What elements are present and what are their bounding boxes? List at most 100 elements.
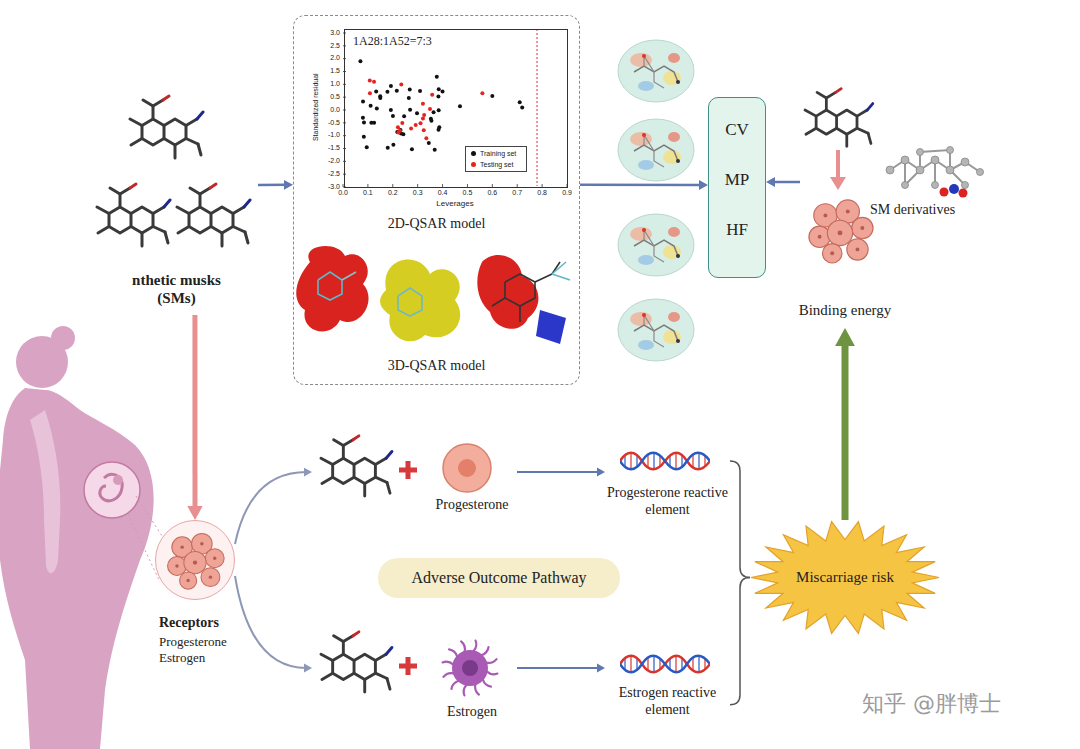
axis-label: -1.0	[328, 131, 340, 139]
data-point	[361, 116, 365, 120]
node-text: 3D-QSAR model	[294, 358, 579, 375]
data-point	[375, 106, 379, 110]
response-element: Progesterone reactive element	[605, 445, 730, 525]
node-text: Estrogen reactive element	[605, 685, 730, 719]
connector-line	[730, 461, 750, 578]
descriptor-box: CVMPHF	[708, 97, 766, 278]
data-point	[419, 121, 423, 125]
node-text: Receptors	[159, 615, 219, 632]
legend-row: Testing set	[466, 159, 526, 170]
cell-spike	[461, 641, 465, 651]
axis-label: 0.0	[338, 189, 348, 197]
tick-mark	[492, 184, 493, 187]
axis-label: 0.3	[413, 189, 423, 197]
data-point	[428, 107, 432, 111]
cell-nucleus	[462, 660, 478, 676]
legend-text: Testing set	[480, 161, 513, 168]
source-group: nthetic musks (SMs)	[95, 85, 258, 315]
response-element: Estrogen reactive element	[605, 650, 730, 725]
connector	[258, 180, 293, 190]
connector-line	[730, 578, 750, 705]
contour-map	[296, 246, 570, 344]
connector	[730, 461, 750, 578]
connector	[835, 328, 855, 520]
receptor-circle: ReceptorsProgesterone Estrogen	[155, 520, 235, 600]
data-point	[433, 148, 437, 152]
cell-spike	[473, 641, 476, 652]
node-text: Miscarriage risk	[750, 568, 940, 586]
node-text: SM derivatives	[870, 202, 955, 219]
data-point	[422, 128, 426, 132]
ball-stick-molecule	[886, 147, 984, 198]
data-point	[361, 99, 365, 103]
data-point	[396, 130, 400, 134]
risk-burst: Miscarriage risk	[750, 520, 940, 635]
cell-cluster	[168, 533, 225, 589]
molecule	[318, 272, 342, 300]
data-point	[374, 90, 378, 94]
data-point	[421, 102, 425, 106]
axis-label: 1.0	[330, 80, 340, 88]
data-point	[369, 121, 373, 125]
axis-label: -0.5	[328, 119, 340, 127]
node-text: Adverse Outcome Pathway	[378, 568, 620, 587]
pathway-pill: Adverse Outcome Pathway	[378, 558, 620, 598]
molecule	[398, 288, 422, 316]
data-point	[432, 110, 436, 114]
contour-blob	[477, 255, 538, 329]
binding-group: Estrogen	[312, 620, 517, 725]
molecule	[321, 436, 392, 496]
connector	[517, 664, 605, 673]
watermark: 知乎 @胖博士	[862, 691, 1001, 717]
tick-mark	[417, 184, 418, 187]
data-point	[368, 79, 372, 83]
axis-label: 0.8	[537, 189, 547, 197]
axis-label: -1.5	[328, 144, 340, 152]
surface-map	[618, 299, 694, 361]
molecule	[177, 184, 250, 246]
data-point	[414, 123, 418, 127]
connector	[766, 177, 800, 187]
node-text: Progesterone	[422, 497, 522, 514]
arrow-head	[766, 177, 775, 187]
data-point	[408, 108, 412, 112]
connector	[187, 315, 202, 520]
data-point	[410, 147, 414, 151]
data-point	[365, 145, 369, 149]
axis-label: 0.5	[463, 189, 473, 197]
tick-mark	[467, 184, 468, 187]
data-point	[429, 117, 433, 121]
surface-map	[618, 214, 694, 276]
node-text: MP	[709, 170, 765, 190]
data-point	[391, 143, 395, 147]
cell-spike	[481, 647, 488, 655]
data-point	[490, 94, 494, 98]
scatter-plot: 1A28:1A52=7:3	[344, 29, 568, 188]
molecule	[97, 184, 170, 246]
cell-body	[452, 650, 488, 686]
threshold-line	[537, 29, 538, 186]
axis-label: 3.0	[330, 29, 340, 37]
legend-text: Training set	[480, 150, 516, 157]
legend-swatch	[471, 162, 476, 167]
connector-line	[772, 181, 800, 184]
result-label: Binding energy	[780, 294, 910, 328]
plus-sign	[399, 657, 417, 675]
molecule	[492, 262, 560, 322]
contour-blob	[296, 246, 368, 331]
legend-swatch	[471, 151, 476, 156]
pregnant-woman	[0, 326, 162, 749]
data-point	[518, 100, 522, 104]
cell-spike	[487, 671, 498, 674]
node-text: HF	[709, 220, 765, 240]
connector-line	[517, 471, 599, 473]
data-point	[402, 114, 406, 118]
receptor-fill	[156, 521, 234, 599]
tick-mark	[542, 184, 543, 187]
axis-label: 0.6	[487, 189, 497, 197]
contour-blob	[380, 259, 460, 341]
data-point	[480, 91, 484, 95]
molecule	[342, 272, 356, 280]
derivative-group: SM derivatives	[800, 80, 1000, 270]
connector	[517, 468, 605, 477]
